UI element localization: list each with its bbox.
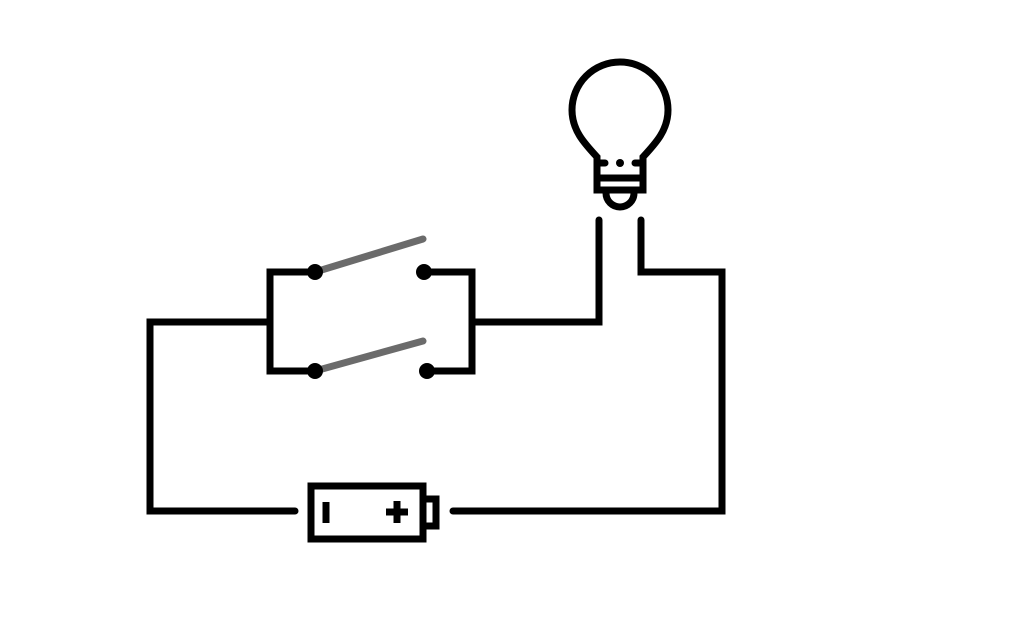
left-wire	[146, 318, 299, 515]
right-wire	[449, 216, 726, 515]
upper-switch-lever[interactable]	[311, 235, 427, 276]
switch-right-rail	[420, 268, 476, 375]
battery-icon	[307, 482, 440, 543]
lower-switch-right-contact	[419, 363, 435, 379]
battery-plus-icon	[386, 501, 408, 523]
parallel-switches	[266, 235, 476, 379]
light-bulb-icon	[568, 58, 672, 211]
upper-switch-right-contact	[416, 264, 432, 280]
upper-switch-left-contact	[307, 264, 323, 280]
middle-wire	[468, 216, 603, 326]
lower-switch-lever[interactable]	[311, 337, 427, 375]
lower-switch-left-contact	[307, 363, 323, 379]
switch-left-rail	[266, 268, 319, 375]
